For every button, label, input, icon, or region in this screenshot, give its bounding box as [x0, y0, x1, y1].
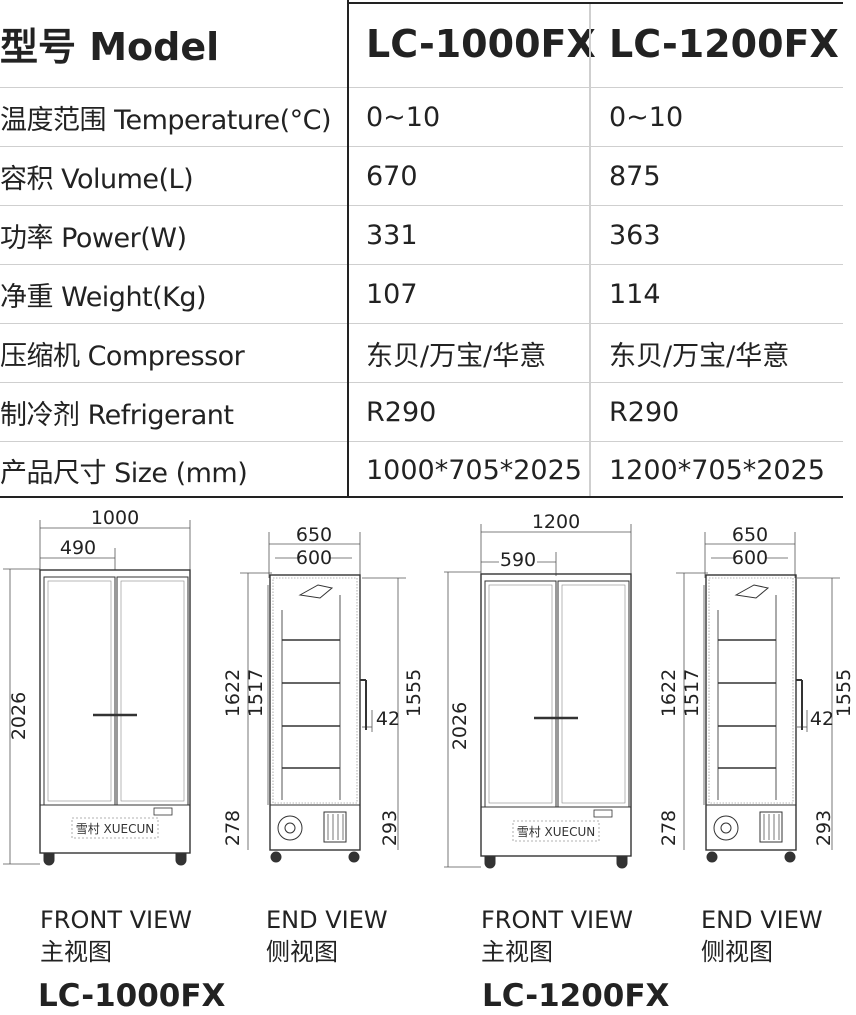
dim-h1: 1622	[658, 669, 680, 717]
header-model-2: LC-1200FX	[609, 21, 839, 66]
row-value-model-2: 东贝/万宝/华意	[609, 341, 790, 372]
model-caption-2: LC-1200FX	[482, 978, 670, 1014]
dim-depth-inner: 600	[296, 547, 332, 569]
header-label: 型号 Model	[0, 25, 220, 69]
dim-base2: 293	[379, 810, 401, 846]
dim-h1: 1622	[222, 669, 244, 717]
table-row: 功率 Power(W) 331 363	[0, 207, 843, 265]
dim-width: 1200	[532, 511, 580, 533]
row-value-model-1: 1000*705*2025	[366, 455, 582, 486]
table-top-border	[348, 2, 843, 4]
row-value-model-1: 331	[366, 220, 418, 251]
row-label: 压缩机 Compressor	[0, 341, 245, 372]
caption-cn: 侧视图	[266, 938, 338, 966]
table-row: 净重 Weight(Kg) 107 114	[0, 266, 843, 324]
dim-height: 2026	[8, 692, 30, 740]
table-header-row: 型号 Model LC-1000FX LC-1200FX	[0, 0, 843, 88]
end-view-1200: 650 600 1622 1517 278 1555 42 293	[658, 524, 855, 863]
dim-base1: 278	[222, 810, 244, 846]
caption-end-view-1: END VIEW 侧视图	[266, 904, 388, 968]
table-divider	[589, 4, 591, 498]
front-view-1200: 1200 590 2026 雪村 XUECUN	[444, 511, 632, 869]
dim-handle: 42	[376, 708, 400, 730]
dim-height: 2026	[449, 702, 471, 750]
front-view-1000: 1000 490 2026 雪村 XUECUN	[3, 507, 191, 866]
row-value-model-1: 107	[366, 279, 418, 310]
dim-depth-inner: 600	[732, 547, 768, 569]
dim-h2: 1517	[681, 669, 703, 717]
table-row: 压缩机 Compressor 东贝/万宝/华意 东贝/万宝/华意	[0, 325, 843, 383]
brand-logo: 雪村 XUECUN	[76, 822, 155, 836]
row-value-model-2: 114	[609, 279, 661, 310]
dim-depth-outer: 650	[732, 524, 768, 546]
model-caption-1: LC-1000FX	[38, 978, 226, 1014]
caption-en: END VIEW	[266, 906, 388, 934]
header-model-1: LC-1000FX	[366, 21, 596, 66]
table-divider	[347, 0, 349, 498]
row-value-model-1: 0~10	[366, 102, 441, 133]
caption-end-view-2: END VIEW 侧视图	[701, 904, 823, 968]
row-label: 功率 Power(W)	[0, 223, 187, 254]
dim-h2: 1517	[245, 669, 267, 717]
row-label: 温度范围 Temperature(°C)	[0, 105, 332, 136]
row-label: 容积 Volume(L)	[0, 164, 194, 195]
table-row: 温度范围 Temperature(°C) 0~10 0~10	[0, 89, 843, 147]
caption-en: FRONT VIEW	[481, 906, 634, 934]
caption-front-view-2: FRONT VIEW 主视图	[481, 904, 633, 968]
row-value-model-1: 670	[366, 161, 418, 192]
end-view-1000: 650 600 1622 1517 278 1555 42 293	[222, 524, 425, 863]
caption-en: END VIEW	[701, 906, 823, 934]
row-value-model-2: 363	[609, 220, 661, 251]
dim-base1: 278	[658, 810, 680, 846]
row-value-model-2: 875	[609, 161, 661, 192]
dim-base2: 293	[813, 810, 835, 846]
technical-drawings: 1000 490 2026 雪村 XUECUN 650 600	[3, 507, 855, 869]
row-label: 制冷剂 Refrigerant	[0, 400, 234, 431]
row-value-model-1: R290	[366, 397, 437, 428]
table-row: 容积 Volume(L) 670 875	[0, 148, 843, 206]
table-row: 产品尺寸 Size (mm) 1000*705*2025 1200*705*20…	[0, 443, 843, 498]
brand-logo: 雪村 XUECUN	[517, 825, 596, 839]
dim-width: 1000	[91, 507, 139, 529]
row-value-model-2: 1200*705*2025	[609, 455, 825, 486]
row-label: 产品尺寸 Size (mm)	[0, 458, 248, 489]
caption-cn: 主视图	[481, 938, 553, 966]
dim-depth-outer: 650	[296, 524, 332, 546]
row-value-model-2: R290	[609, 397, 680, 428]
dim-h3: 1555	[833, 669, 855, 717]
row-label: 净重 Weight(Kg)	[0, 282, 207, 313]
caption-cn: 主视图	[40, 938, 112, 966]
row-value-model-1: 东贝/万宝/华意	[366, 341, 547, 372]
dim-handle: 42	[810, 708, 834, 730]
dim-door: 490	[60, 537, 96, 559]
table-row: 制冷剂 Refrigerant R290 R290	[0, 384, 843, 442]
dim-door: 590	[500, 549, 536, 571]
caption-front-view-1: FRONT VIEW 主视图	[40, 904, 192, 968]
dim-h3: 1555	[403, 669, 425, 717]
caption-cn: 侧视图	[701, 938, 773, 966]
caption-en: FRONT VIEW	[40, 906, 193, 934]
table-bottom-border	[0, 496, 843, 498]
row-value-model-2: 0~10	[609, 102, 684, 133]
